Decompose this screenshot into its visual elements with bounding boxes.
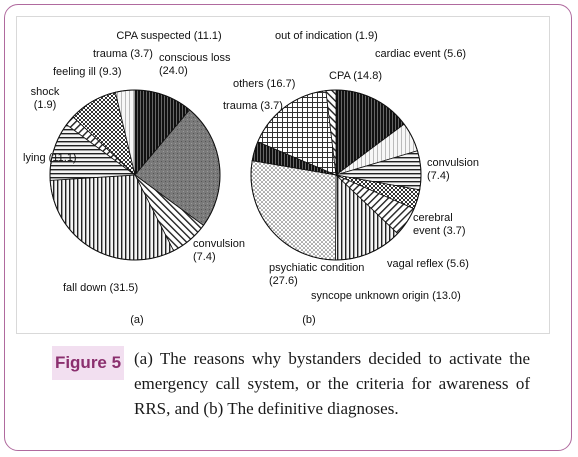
figure-caption: (a) The reasons why bystanders decided t… bbox=[134, 349, 530, 418]
slice-label-others: others (16.7) bbox=[233, 78, 295, 90]
slice-label-vagal-reflex: vagal reflex (5.6) bbox=[387, 258, 469, 270]
slice-label-lying: lying (11.1) bbox=[23, 152, 77, 164]
slice-label-conscious-loss: conscious loss(24.0) bbox=[159, 52, 231, 77]
slice-label-fall-down: fall down (31.5) bbox=[63, 282, 138, 294]
slice-label-out-of-indication: out of indication (1.9) bbox=[275, 30, 378, 42]
pie-slice-psychiatic-condition bbox=[250, 160, 337, 261]
slice-label-convulsion: convulsion(7.4) bbox=[427, 157, 479, 182]
pie-chart-b: CPA (14.8) cardiac event (5.6) convulsion(… bbox=[223, 30, 479, 326]
slice-label-syncope-unknown-origin: syncope unknown origin (13.0) bbox=[311, 290, 461, 302]
slice-label-trauma: trauma (3.7) bbox=[93, 48, 153, 60]
slice-label-cardiac-event: cardiac event (5.6) bbox=[375, 48, 466, 60]
figure-frame bbox=[4, 4, 572, 451]
pie-charts: CPA suspected (11.1) conscious loss(24.0)… bbox=[23, 30, 479, 326]
charts-panel: CPA suspected (11.1) conscious loss(24.0)… bbox=[16, 16, 550, 334]
slice-label-feeling-ill: feeling ill (9.3) bbox=[53, 66, 121, 78]
slice-label-convulsion: convulsion(7.4) bbox=[193, 238, 245, 263]
slice-label-shock: shock(1.9) bbox=[31, 86, 60, 111]
panel-label: (b) bbox=[302, 314, 315, 326]
slice-label-cpa-suspected: CPA suspected (11.1) bbox=[116, 30, 221, 42]
slice-label-psychiatic-condition: psychiatic condition(27.6) bbox=[269, 262, 364, 287]
panel-label: (a) bbox=[130, 314, 143, 326]
pie-chart-a: CPA suspected (11.1) conscious loss(24.0)… bbox=[23, 30, 245, 326]
slice-label-cpa: CPA (14.8) bbox=[329, 70, 382, 82]
slice-label-trauma: trauma (3.7) bbox=[223, 100, 283, 112]
figure-badge: Figure 5 bbox=[52, 346, 124, 380]
